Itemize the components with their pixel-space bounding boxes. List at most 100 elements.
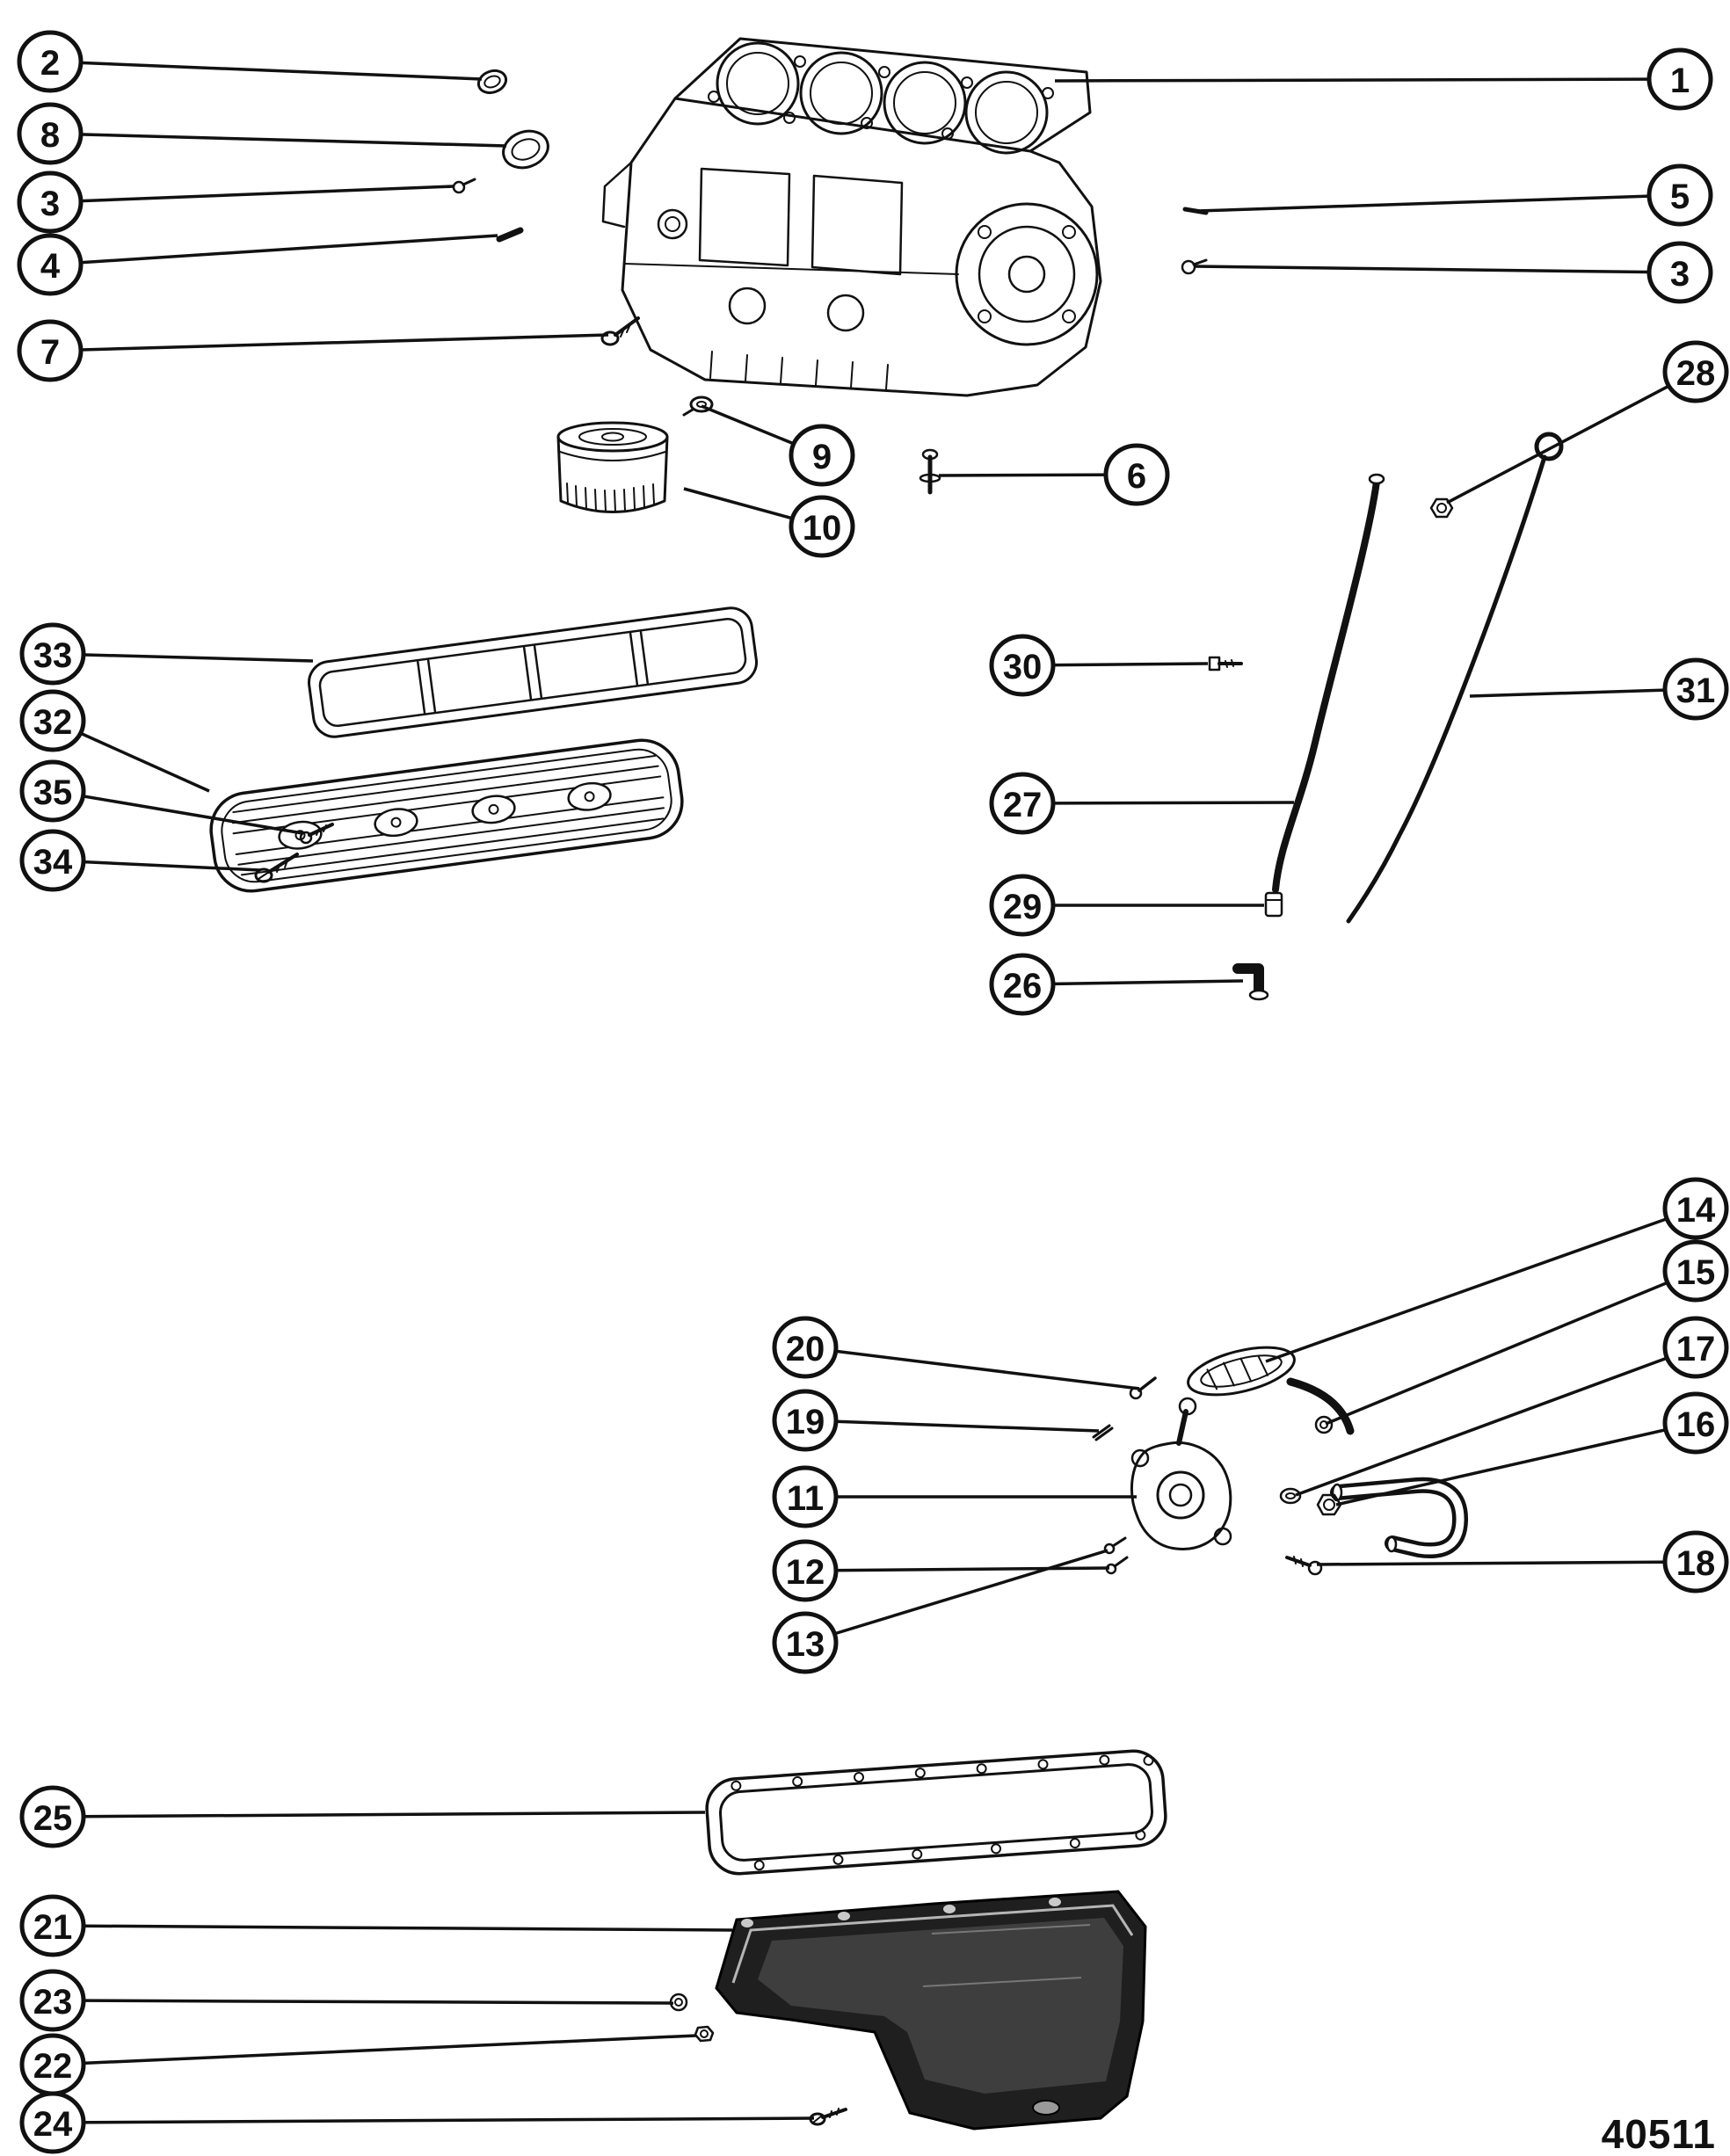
- callout-label: 9: [812, 438, 832, 476]
- callout-13: 13: [772, 1611, 839, 1674]
- callout-label: 12: [786, 1553, 825, 1592]
- callout-32: 32: [19, 689, 86, 752]
- callout-7: 7: [17, 319, 84, 382]
- callout-label: 7: [40, 333, 60, 372]
- callout-label: 24: [33, 2105, 73, 2144]
- callout-label: 5: [1670, 178, 1690, 216]
- washer-part-15: [1314, 1415, 1334, 1434]
- callout-11: 11: [772, 1465, 839, 1528]
- leader-5: [1196, 193, 1681, 213]
- callout-35: 35: [19, 759, 86, 823]
- callout-label: 14: [1676, 1191, 1716, 1230]
- callout-6: 6: [1103, 443, 1170, 506]
- callout-25: 25: [19, 1785, 86, 1848]
- elbow-part-26: [1232, 963, 1269, 1001]
- callout-label: 35: [33, 773, 73, 812]
- callout-label: 31: [1676, 671, 1716, 710]
- leader-7: [49, 333, 609, 352]
- callout-label: 32: [33, 703, 73, 742]
- callout-20: 20: [772, 1316, 839, 1379]
- callout-label: 3: [40, 185, 60, 223]
- leader-25: [52, 1811, 706, 1818]
- leader-1: [1054, 77, 1681, 83]
- leader-34: [52, 859, 261, 872]
- callout-12: 12: [772, 1539, 839, 1602]
- valve-cover-illustration: [209, 738, 684, 893]
- callout-29: 29: [989, 874, 1056, 937]
- callout-label: 10: [803, 509, 842, 548]
- bolt-part-7: [600, 316, 640, 346]
- leader-20: [804, 1346, 1140, 1390]
- pan-small-parts: [669, 1993, 847, 2126]
- callout-label: 20: [786, 1330, 825, 1368]
- leader-3-left: [49, 185, 454, 204]
- callout-31: 31: [1662, 657, 1729, 721]
- leader-18: [1316, 1560, 1697, 1566]
- drawing-number: 40511: [1602, 2111, 1716, 2156]
- nut-part-16: [1316, 1493, 1342, 1516]
- callout-label: 15: [1676, 1253, 1716, 1292]
- bolt-part-30: [1208, 656, 1243, 671]
- block-small-parts: [452, 69, 1209, 495]
- seal-part-2: [476, 69, 508, 95]
- callout-14: 14: [1662, 1177, 1729, 1240]
- leader-35: [52, 789, 303, 835]
- pickup-screen-part-14: [1187, 1346, 1296, 1397]
- leader-22: [52, 2034, 697, 2066]
- callout-label: 23: [33, 1983, 73, 2022]
- callout-label: 11: [787, 1479, 824, 1518]
- callout-22: 22: [19, 2033, 86, 2096]
- pump-body-part-11: [1130, 1397, 1232, 1550]
- callout-label: 22: [33, 2047, 73, 2086]
- dipstick-illustration: [1346, 432, 1564, 924]
- callout-label: 16: [1676, 1405, 1716, 1444]
- callout-19: 19: [772, 1389, 839, 1452]
- callout-label: 13: [786, 1625, 825, 1664]
- callout-1: 1: [1646, 47, 1713, 111]
- callout-16: 16: [1662, 1391, 1729, 1455]
- leader-16: [1335, 1421, 1697, 1506]
- screw-part-34: [254, 853, 299, 883]
- leader-24: [52, 2116, 815, 2124]
- callout-26: 26: [989, 953, 1056, 1016]
- callout-label: 6: [1127, 457, 1146, 496]
- pickup-tube-part: [1330, 1477, 1468, 1558]
- dowel-part-4: [496, 227, 524, 243]
- callout-23: 23: [19, 1969, 86, 2032]
- oil-pan-gasket-illustration: [705, 1749, 1167, 1876]
- fitting-part-6: [919, 448, 941, 495]
- callout-label: 21: [33, 1908, 73, 1947]
- seal-part-8: [502, 129, 549, 170]
- stud-part-35: [299, 823, 334, 845]
- oil-pan-illustration: [715, 1890, 1147, 2131]
- screw-part-13: [1103, 1536, 1127, 1555]
- callout-label: 17: [1676, 1330, 1716, 1368]
- callout-3-left: 3: [17, 171, 84, 234]
- callout-label: 4: [40, 247, 61, 286]
- callout-label: 3: [1670, 255, 1690, 294]
- leader-23: [52, 1999, 674, 2005]
- callout-15: 15: [1662, 1239, 1729, 1303]
- callout-label: 2: [40, 44, 60, 83]
- callout-label: 28: [1676, 354, 1716, 393]
- callout-2: 2: [17, 30, 84, 93]
- cover-screw-parts: [254, 823, 334, 883]
- leader-12: [804, 1566, 1110, 1572]
- callout-17: 17: [1662, 1316, 1729, 1379]
- engine-block-illustration: [601, 37, 1102, 397]
- pin-part-19: [1092, 1424, 1114, 1441]
- screw-part-12: [1105, 1556, 1129, 1575]
- leader-14: [1265, 1207, 1697, 1363]
- callout-18: 18: [1662, 1530, 1729, 1593]
- washer-part-17: [1279, 1487, 1302, 1505]
- callout-label: 34: [33, 843, 73, 882]
- bolt-part-18: [1285, 1556, 1323, 1576]
- leader-8: [49, 132, 507, 148]
- callout-24: 24: [19, 2091, 86, 2154]
- leader-31: [1469, 687, 1697, 698]
- valve-cover-gasket-illustration: [308, 606, 758, 738]
- callout-21: 21: [19, 1894, 86, 1957]
- nut-part-28: [1429, 497, 1454, 519]
- plug-part-22: [694, 2025, 715, 2043]
